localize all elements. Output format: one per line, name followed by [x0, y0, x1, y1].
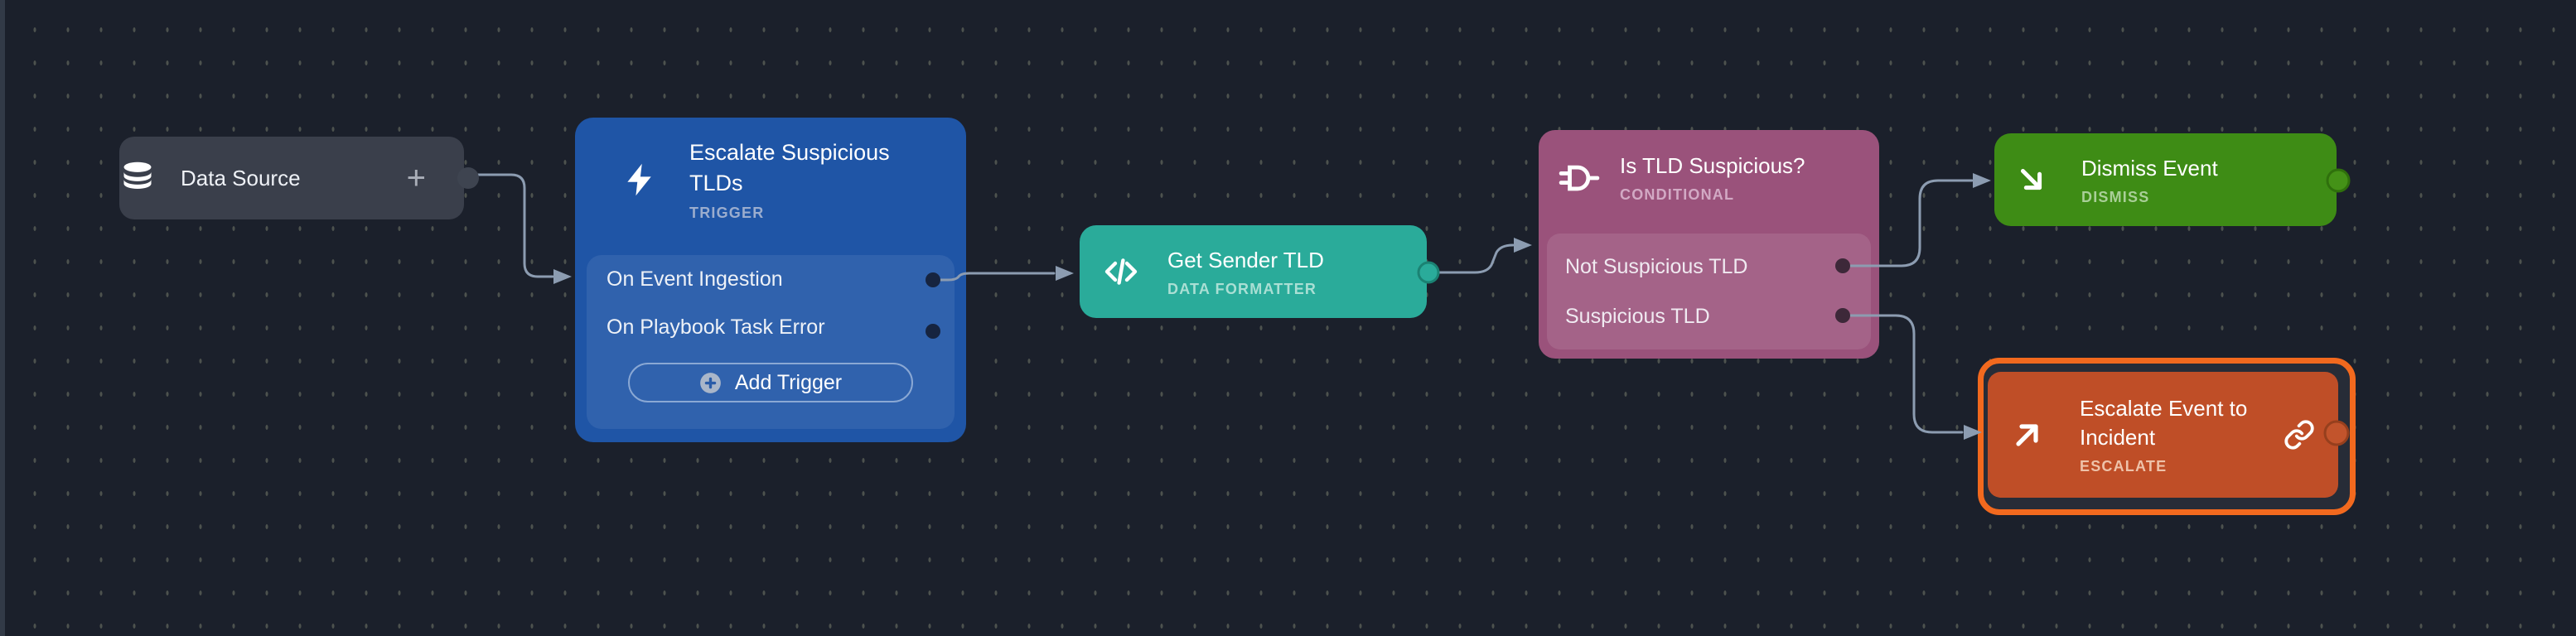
selection-ring: Escalate Event to Incident ESCALATE [1978, 358, 2356, 515]
trigger-row-label: On Event Ingestion [607, 267, 783, 291]
node-title: Is TLD Suspicious? [1620, 153, 1805, 178]
trigger-row-on-event-ingestion[interactable]: On Event Ingestion [587, 255, 955, 303]
add-trigger-button[interactable]: Add Trigger [628, 363, 913, 402]
add-node-button[interactable]: + [406, 160, 426, 196]
node-title: Get Sender TLD [1167, 247, 1324, 272]
node-type-label: DISMISS [2081, 188, 2150, 205]
node-title: Data Source [181, 165, 301, 190]
branch-row-suspicious[interactable]: Suspicious TLD [1547, 292, 1871, 341]
node-data-formatter[interactable]: Get Sender TLD DATA FORMATTER [1080, 225, 1427, 318]
code-icon [1104, 258, 1138, 285]
plus-circle-icon [700, 372, 721, 393]
node-header: Is TLD Suspicious? CONDITIONAL [1539, 130, 1879, 204]
node-type-label: CONDITIONAL [1620, 186, 1735, 203]
node-type-label: DATA FORMATTER [1167, 280, 1317, 297]
database-icon [123, 161, 152, 190]
branch-label: Suspicious TLD [1565, 304, 1710, 328]
branch-label: Not Suspicious TLD [1565, 254, 1748, 278]
arrowhead [1056, 266, 1074, 281]
trigger-row-label: On Playbook Task Error [607, 315, 825, 339]
arrow-up-right-icon [2016, 424, 2038, 446]
branch-list: Not Suspicious TLD Suspicious TLD [1547, 234, 1871, 349]
connection-datasource-trigger [466, 173, 554, 278]
canvas-left-edge [0, 0, 5, 636]
node-escalate[interactable]: Escalate Event to Incident ESCALATE [1988, 372, 2338, 498]
node-type-label: TRIGGER [689, 205, 765, 221]
trigger-list: On Event Ingestion On Playbook Task Erro… [587, 255, 955, 429]
node-conditional[interactable]: Is TLD Suspicious? CONDITIONAL Not Suspi… [1539, 130, 1879, 359]
arrowhead [553, 269, 572, 284]
arrowhead [1514, 238, 1532, 253]
link-icon[interactable] [2284, 419, 2315, 450]
arrowhead [1973, 173, 1991, 188]
node-header: Escalate Suspicious TLDs TRIGGER [575, 118, 966, 222]
node-data-source[interactable]: Data Source + [119, 137, 464, 219]
lightning-icon [627, 163, 651, 196]
node-title: Dismiss Event [2081, 155, 2218, 181]
branch-row-not-suspicious[interactable]: Not Suspicious TLD [1547, 242, 1871, 292]
add-trigger-label: Add Trigger [734, 370, 843, 394]
node-title: Escalate Event to Incident [2080, 396, 2248, 450]
node-type-label: ESCALATE [2080, 458, 2168, 475]
node-trigger[interactable]: Escalate Suspicious TLDs TRIGGER On Even… [575, 118, 966, 442]
logic-gate-icon [1559, 165, 1600, 190]
arrow-down-right-icon [2020, 168, 2042, 190]
trigger-row-on-playbook-task-error[interactable]: On Playbook Task Error [587, 303, 955, 351]
node-title: Escalate Suspicious TLDs [689, 140, 890, 195]
connection-formatter-conditional [1427, 243, 1515, 274]
node-dismiss[interactable]: Dismiss Event DISMISS [1994, 133, 2337, 226]
